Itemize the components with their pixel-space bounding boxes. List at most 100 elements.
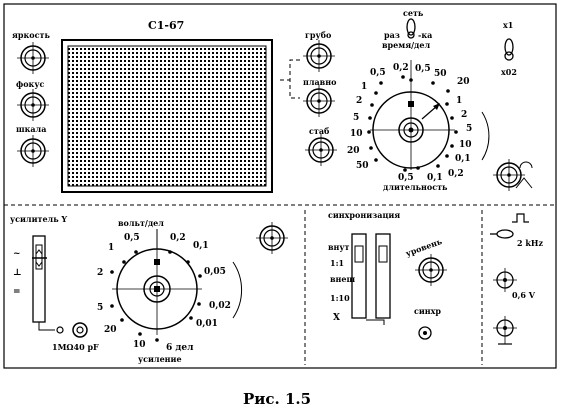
calibrator-output-jack[interactable] <box>493 268 517 292</box>
timebase-tick-dot <box>450 116 454 120</box>
volts-div-rotation-arrow <box>232 261 243 319</box>
volts-div-label: 10 <box>133 340 146 350</box>
power-switch-right: -ка <box>418 30 432 40</box>
ac-symbol: ~ <box>13 249 21 259</box>
fine-knob[interactable] <box>302 84 336 118</box>
panel-frame <box>3 3 557 369</box>
volts-div-tick-dot <box>155 338 159 342</box>
calibrator-volt: 0,6 V <box>512 290 536 300</box>
timebase-label: 10 <box>459 140 472 150</box>
y-input-jack[interactable] <box>56 326 64 334</box>
y-input-label: 1MΩ40 pF <box>52 342 99 352</box>
volts-div-label: 0,1 <box>193 241 209 251</box>
multiplier-top: x1 <box>503 20 513 30</box>
sync-title: синхронизация <box>328 210 400 220</box>
volts-div-label: 0,5 <box>124 233 140 243</box>
x-position-symbol <box>519 161 533 169</box>
volts-div-dial[interactable] <box>112 244 202 335</box>
amp-y-title: усилитель Y <box>10 214 67 224</box>
timebase-label: 1 <box>456 96 462 106</box>
timebase-unit: время/дел <box>382 40 430 50</box>
ground-jack[interactable] <box>493 316 517 345</box>
timebase-label: 5 <box>466 124 472 134</box>
volts-div-tick-dot <box>189 316 193 320</box>
timebase-tick-dot <box>401 75 405 79</box>
timebase-label: 0,5 <box>370 68 386 78</box>
volts-div-label: 1 <box>108 243 114 253</box>
volts-div-label: 20 <box>104 325 117 335</box>
volts-div-label: 0,02 <box>209 301 231 311</box>
power-toggle-switch[interactable] <box>406 18 416 39</box>
timebase-tick-dot <box>374 91 378 95</box>
scale-illumination-knob[interactable] <box>16 134 50 168</box>
input-wire <box>38 322 55 331</box>
timebase-label: 20 <box>457 77 470 87</box>
timebase-tick-dot <box>445 154 449 158</box>
timebase-tick-dot <box>403 168 407 172</box>
calibrator-switch[interactable] <box>490 229 514 239</box>
y-input-bnc[interactable] <box>72 322 88 338</box>
timebase-label: 1 <box>361 82 367 92</box>
multiplier-bottom: x02 <box>501 67 517 77</box>
timebase-label: 5 <box>353 113 359 123</box>
timebase-label: 0,5 <box>415 64 431 74</box>
timebase-tick-dot <box>369 146 373 150</box>
volts-div-label: 6 дел <box>166 343 194 353</box>
focus-label: фокус <box>16 79 44 89</box>
sync-label-x: X <box>333 313 340 323</box>
crt-screen-bezel <box>61 39 273 193</box>
timebase-label: 20 <box>347 146 360 156</box>
ground-symbol: ⊥ <box>13 268 22 278</box>
timebase-label: 0,2 <box>448 169 464 179</box>
sync-input-jack[interactable] <box>418 326 432 340</box>
power-switch-left: раз <box>384 30 400 40</box>
timebase-tick-dot <box>370 103 374 107</box>
sync-level-label: уровень <box>404 236 444 259</box>
dc-symbol: = <box>13 287 21 297</box>
timebase-tick-dot <box>416 166 420 170</box>
device-title: С1-67 <box>148 19 184 32</box>
volts-div-tick-dot <box>198 274 202 278</box>
brightness-knob[interactable] <box>16 41 50 75</box>
volts-div-label: 0,2 <box>170 233 186 243</box>
coarse-fine-bracket <box>289 59 300 99</box>
calibrator-freq: 2 kHz <box>517 238 543 248</box>
timebase-tick-dot <box>436 164 440 168</box>
x-position-symbol <box>515 177 533 189</box>
timebase-tick-dot <box>374 158 378 162</box>
timebase-label: 10 <box>350 129 363 139</box>
y-position-knob[interactable] <box>255 221 289 255</box>
figure-caption: Рис. 1.5 <box>243 390 311 408</box>
coarse-knob[interactable] <box>302 39 336 73</box>
sync-source-switch[interactable] <box>351 233 367 319</box>
volts-div-label: 5 <box>97 303 103 313</box>
focus-knob[interactable] <box>16 88 50 122</box>
sync-level-knob[interactable] <box>414 253 448 287</box>
fine-label: плавно <box>303 77 337 87</box>
timebase-label: 0,2 <box>393 63 409 73</box>
timebase-tick-dot <box>446 89 450 93</box>
volts-div-tick-dot <box>138 332 142 336</box>
timebase-tick-dot <box>367 130 371 134</box>
timebase-tick-dot <box>431 81 435 85</box>
input-mode-switch[interactable] <box>32 235 47 323</box>
timebase-label: 0,1 <box>427 173 443 183</box>
multiplier-toggle[interactable] <box>504 38 514 61</box>
volts-div-tick-dot <box>120 318 124 322</box>
power-label: сеть <box>403 8 424 18</box>
volts-div-unit: вольт/дел <box>118 218 164 228</box>
timebase-tick-dot <box>450 144 454 148</box>
scale-label: шкала <box>16 124 46 134</box>
stab-label: стаб <box>309 126 330 136</box>
timebase-label: 2 <box>356 96 362 106</box>
stability-knob[interactable] <box>304 133 338 167</box>
timebase-label: 50 <box>356 161 369 171</box>
timebase-label: 2 <box>461 110 467 120</box>
timebase-tick-dot <box>445 102 449 106</box>
sync-mode-switch[interactable] <box>375 233 391 319</box>
volts-div-tick-dot <box>110 304 114 308</box>
brightness-label: яркость <box>12 30 50 40</box>
x-position-knob[interactable] <box>492 158 526 192</box>
